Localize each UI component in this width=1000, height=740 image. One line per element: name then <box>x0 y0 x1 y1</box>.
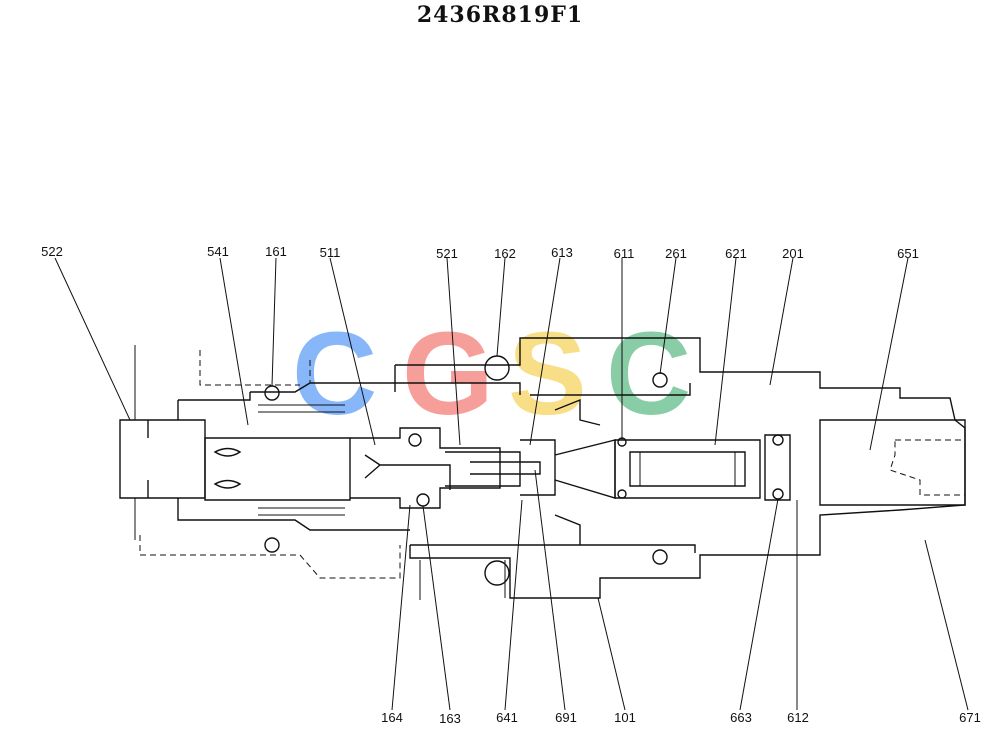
valve-drawing <box>119 337 966 600</box>
watermark-letter-c1: C <box>292 308 377 440</box>
label-163: 163 <box>439 711 461 726</box>
watermark-letter-g: G <box>402 308 494 440</box>
watermark: C G S C <box>292 308 691 440</box>
label-541: 541 <box>207 244 229 259</box>
part-labels-bottom: 164 163 641 691 101 663 612 671 <box>381 710 981 726</box>
label-611: 611 <box>614 246 635 261</box>
label-511: 511 <box>320 245 341 260</box>
label-164: 164 <box>381 710 403 725</box>
label-641: 641 <box>496 710 518 725</box>
watermark-letter-s: S <box>508 308 587 440</box>
watermark-letter-c2: C <box>606 308 691 440</box>
label-162: 162 <box>494 246 516 261</box>
label-651: 651 <box>897 246 919 261</box>
label-101: 101 <box>614 710 636 725</box>
label-671: 671 <box>959 710 981 725</box>
part-labels-top: 522 541 161 511 521 162 613 611 261 621 … <box>41 244 919 261</box>
label-261: 261 <box>665 246 687 261</box>
label-161: 161 <box>265 244 287 259</box>
label-691: 691 <box>555 710 577 725</box>
label-621: 621 <box>725 246 747 261</box>
leader-lines <box>54 257 969 711</box>
label-521: 521 <box>436 246 458 261</box>
label-201: 201 <box>782 246 804 261</box>
label-663: 663 <box>730 710 752 725</box>
part-number-title: 2436R819F1 <box>416 2 584 28</box>
label-522: 522 <box>41 244 63 259</box>
label-613: 613 <box>551 245 573 260</box>
label-612: 612 <box>787 710 809 725</box>
